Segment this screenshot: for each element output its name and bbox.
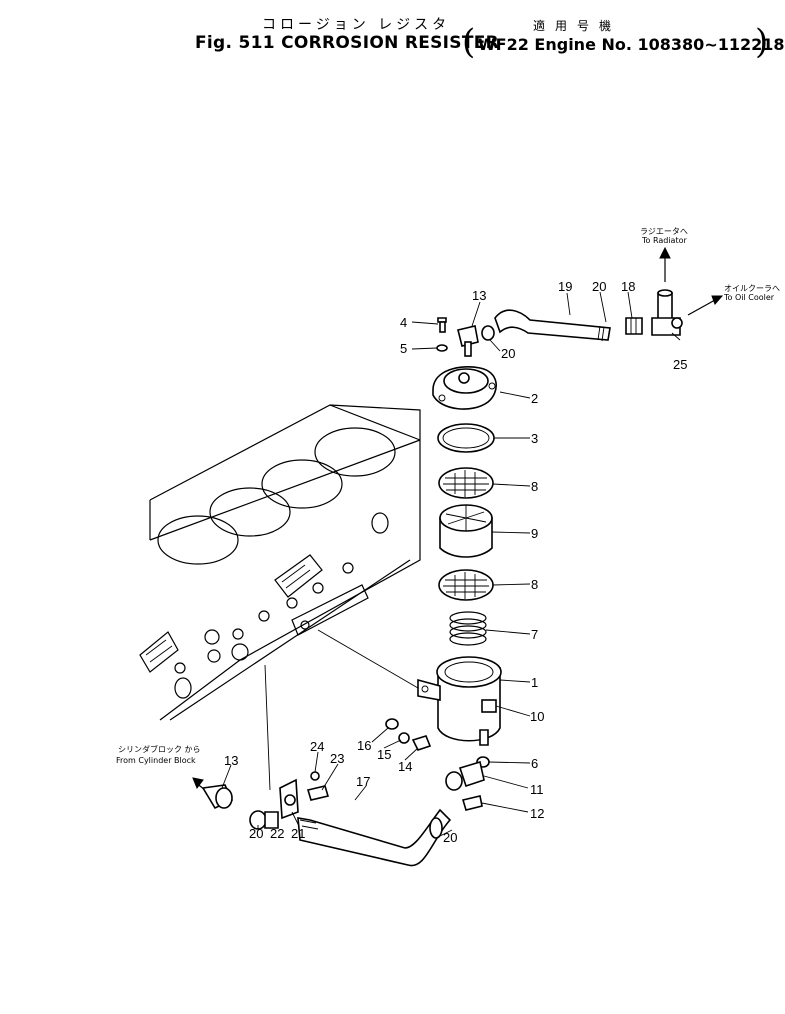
callout-13-top: 13 [472,288,486,303]
applicability-label: WF22 Engine No. 108380~112218 [478,35,785,54]
callout-20-hose: 20 [592,279,606,294]
callout-18: 18 [621,279,635,294]
close-paren: ) [755,22,769,62]
callout-1: 1 [531,675,538,690]
callout-4: 4 [400,315,407,330]
housing-1 [417,656,502,768]
callout-7: 7 [531,627,538,642]
hose-19 [494,309,611,342]
callout-9: 9 [531,526,538,541]
callout-14: 14 [398,759,412,774]
callout-numbers: 4 5 13 20 19 20 18 25 2 3 8 9 8 7 1 10 6… [224,279,687,845]
callout-20-left: 20 [249,826,263,841]
pipe-leader [264,664,271,791]
callout-16: 16 [357,738,371,753]
callout-6: 6 [531,756,538,771]
callout-13-left: 13 [224,753,238,768]
cyl-block-note-en: From Cylinder Block [116,756,196,765]
annotations: ラジエータへ To Radiator オイルクーラへ To Oil Cooler… [116,227,780,765]
callout-10: 10 [530,709,544,724]
callout-17: 17 [356,774,370,789]
callout-22: 22 [270,826,284,841]
callout-3: 3 [531,431,538,446]
bracket-leader [317,629,419,689]
callout-2: 2 [531,391,538,406]
callout-23: 23 [330,751,344,766]
callout-19: 19 [558,279,572,294]
hardware-14-15-16 [385,718,432,751]
callout-20-lower: 20 [443,830,457,845]
callout-25: 25 [673,357,687,372]
outlet-fitting-group [625,246,724,336]
cyl-block-note-jp: シリンダブロック から [118,744,201,754]
radiator-note-jp: ラジエータへ [640,227,688,236]
oil-cooler-note-en: To Oil Cooler [723,293,775,302]
cylinder-block-drawing [139,404,421,721]
callout-20-top: 20 [501,346,515,361]
figure-title: Fig. 511 CORROSION RESISTER [195,33,500,53]
callout-12: 12 [530,806,544,821]
callout-5: 5 [400,341,407,356]
callout-leaders [221,291,681,839]
title-japanese: コロージョン レジスタ [262,17,451,33]
radiator-note-en: To Radiator [641,236,687,245]
oil-cooler-note-jp: オイルクーラへ [724,284,780,293]
lower-fittings [297,760,485,867]
internal-parts [437,423,495,646]
left-fittings [192,771,330,830]
cover-parts [432,317,497,410]
applicability-japanese: 適用号機 [533,19,622,33]
title-block: コロージョン レジスタ Fig. 511 CORROSION RESISTER … [0,0,785,70]
callout-11: 11 [530,782,544,797]
open-paren: ( [462,22,476,62]
callout-24: 24 [310,739,324,754]
callout-21: 21 [291,826,305,841]
callout-8-upper: 8 [531,479,538,494]
callout-15: 15 [377,747,391,762]
callout-8-lower: 8 [531,577,538,592]
